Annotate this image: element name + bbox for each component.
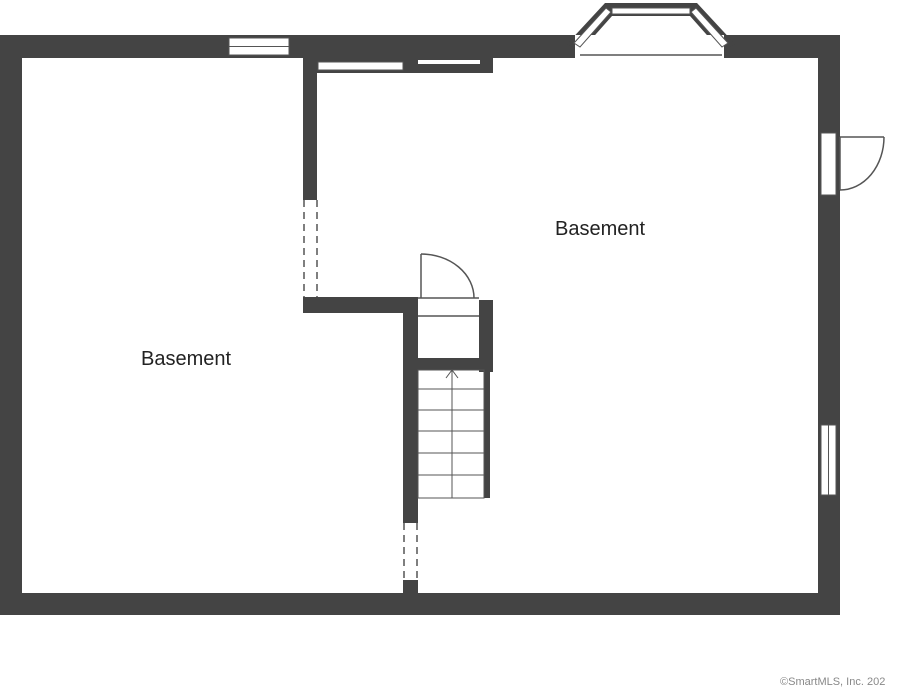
interior-walls — [303, 55, 493, 615]
wall-bottom — [0, 593, 840, 615]
wall-interior-horizontal — [303, 297, 418, 313]
wall-bottom-stub — [403, 580, 418, 615]
wall-stair-right — [484, 366, 490, 498]
window-right-lower — [820, 424, 837, 496]
window-top-left — [228, 37, 290, 56]
bay-window — [567, 3, 735, 58]
dashed-opening-lower — [403, 523, 418, 580]
wall-stair-top-right — [479, 300, 493, 372]
copyright-notice: ©SmartMLS, Inc. 202 — [780, 676, 886, 688]
stair-direction-arrow — [445, 369, 459, 379]
door-exterior-right — [839, 136, 885, 191]
wall-right — [818, 35, 840, 615]
room-label-basement-right: Basement — [555, 218, 646, 240]
wall-landing-bottom — [403, 358, 493, 370]
staircase — [417, 369, 485, 499]
window-right-upper — [820, 132, 837, 196]
wall-stair-left — [403, 297, 418, 523]
wall-interior-vertical-upper — [303, 55, 317, 200]
wall-top-right — [724, 35, 840, 58]
top-beam-openings — [317, 60, 480, 71]
room-label-basement-left: Basement — [141, 348, 232, 370]
exterior-walls — [0, 35, 840, 615]
wall-left — [0, 35, 22, 615]
door-stair-landing — [418, 253, 479, 317]
dashed-opening-upper — [303, 200, 318, 297]
